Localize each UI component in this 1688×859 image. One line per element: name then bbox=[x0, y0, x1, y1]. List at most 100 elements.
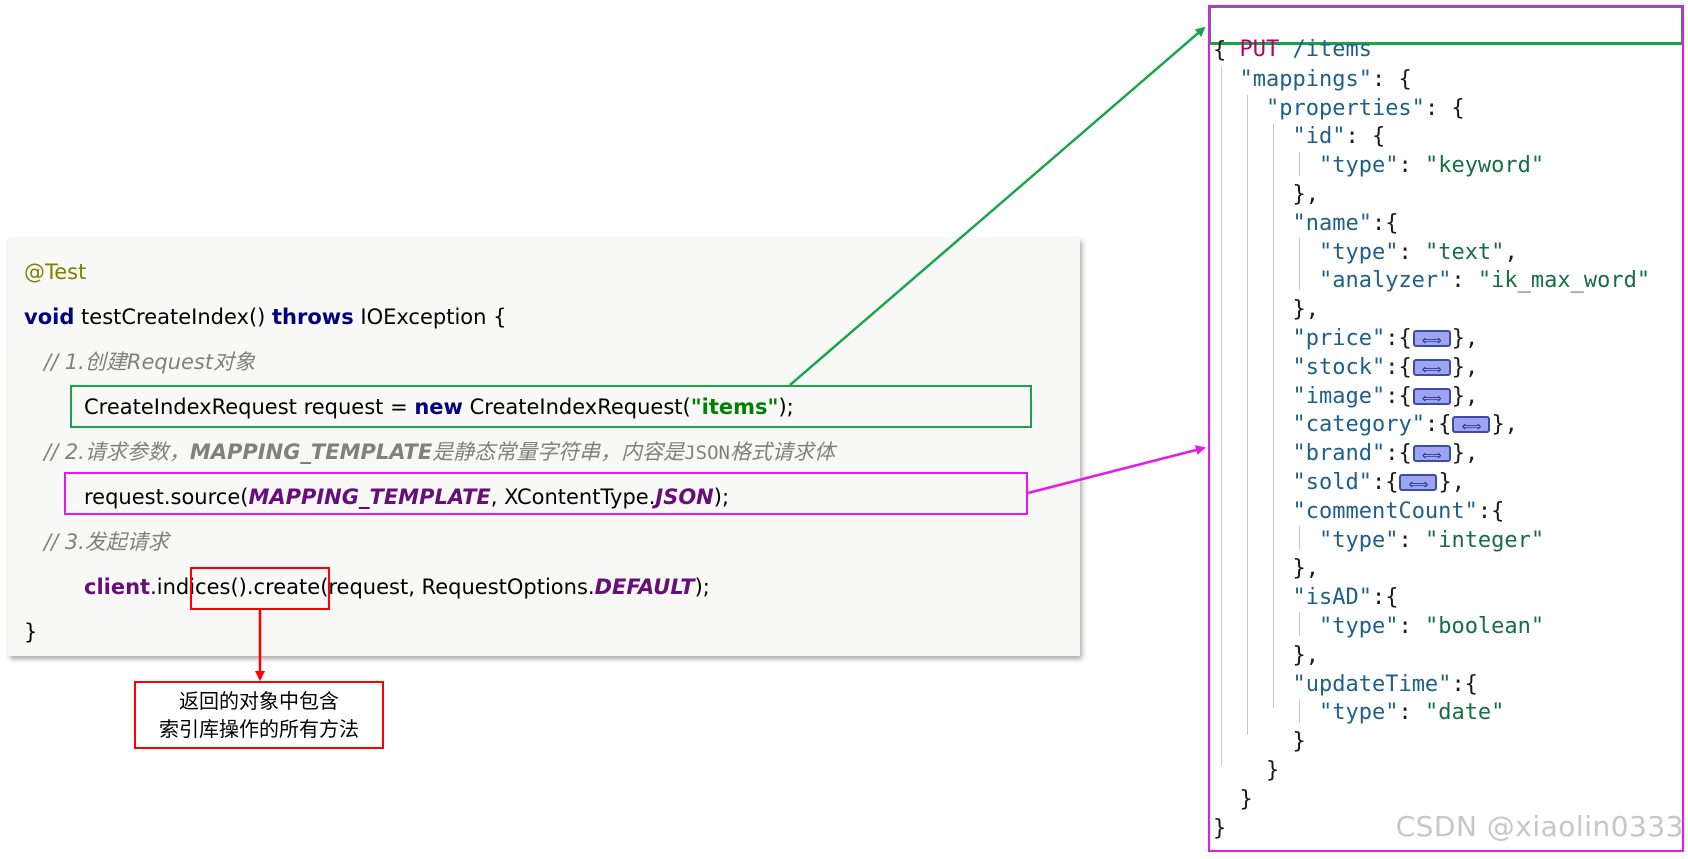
json-punctuation: :{ bbox=[1385, 383, 1412, 409]
json-punctuation: }, bbox=[1292, 642, 1319, 668]
method-name: testCreateIndex() bbox=[74, 305, 273, 329]
collapse-expand-icon[interactable] bbox=[1412, 356, 1451, 384]
json-line: } bbox=[1213, 728, 1306, 756]
code-annotation: @Test bbox=[24, 258, 86, 286]
json-indent bbox=[1213, 297, 1292, 322]
json-line: }, bbox=[1213, 296, 1319, 324]
json-line: "id": { bbox=[1213, 123, 1385, 151]
code-method-signature: void testCreateIndex() throws IOExceptio… bbox=[24, 303, 507, 331]
json-line: "commentCount":{ bbox=[1213, 498, 1504, 526]
json-punctuation: } bbox=[1239, 786, 1253, 812]
json-punctuation: } bbox=[1213, 815, 1227, 841]
json-string-value: "keyword" bbox=[1424, 153, 1545, 179]
json-line: { bbox=[1213, 37, 1226, 65]
statement-end: ); bbox=[778, 395, 794, 419]
code-comment-1: // 1.创建Request对象 bbox=[44, 348, 255, 376]
json-tail: }, bbox=[1451, 326, 1479, 351]
json-punctuation: :{ bbox=[1371, 210, 1399, 236]
request-path: /items bbox=[1279, 37, 1372, 62]
comment-mapping-template: MAPPING_TEMPLATE bbox=[189, 440, 433, 464]
statement-end: ); bbox=[713, 485, 730, 509]
json-key: "type" bbox=[1318, 614, 1399, 639]
closing-brace: } bbox=[24, 620, 38, 644]
keyword-throws: throws bbox=[272, 305, 354, 329]
json-key: "category" bbox=[1292, 412, 1425, 438]
json-key: "sold" bbox=[1292, 470, 1372, 495]
indent-guide bbox=[1221, 66, 1222, 766]
json-indent bbox=[1213, 700, 1319, 725]
json-tail: }, bbox=[1451, 441, 1479, 467]
json-indent bbox=[1213, 268, 1319, 293]
collapse-expand-icon[interactable] bbox=[1412, 327, 1451, 355]
json-key: "analyzer" bbox=[1318, 268, 1452, 294]
code-line-client-create: client.indices().create(request, Request… bbox=[84, 573, 710, 601]
note-line-2: 索引库操作的所有方法 bbox=[159, 717, 359, 741]
json-punctuation: : bbox=[1398, 614, 1425, 639]
json-line: "type": "integer" bbox=[1213, 527, 1544, 555]
json-punctuation: { bbox=[1213, 38, 1227, 63]
collapse-expand-icon[interactable] bbox=[1412, 385, 1451, 413]
json-indent bbox=[1213, 211, 1292, 236]
code-line-request-source: request.source(MAPPING_TEMPLATE, XConten… bbox=[84, 483, 729, 511]
json-line: "type": "text", bbox=[1213, 239, 1518, 267]
json-tail: }, bbox=[1438, 470, 1465, 495]
json-indent bbox=[1213, 384, 1292, 409]
xcontent-type: , XContentType. bbox=[490, 485, 656, 509]
json-key: "updateTime" bbox=[1292, 671, 1452, 697]
indent-guide bbox=[1273, 123, 1274, 708]
json-indent bbox=[1213, 499, 1292, 524]
json-line: "sold":{}, bbox=[1213, 469, 1465, 499]
json-key: "isAD" bbox=[1292, 585, 1372, 611]
json-punctuation: }, bbox=[1292, 556, 1319, 582]
collapse-expand-icon[interactable] bbox=[1399, 471, 1438, 499]
json-line: "brand":{}, bbox=[1213, 440, 1479, 470]
csdn-watermark: CSDN @xiaolin0333 bbox=[1395, 810, 1684, 843]
json-indent bbox=[1213, 556, 1292, 581]
json-indent bbox=[1213, 729, 1292, 754]
json-punctuation: :{ bbox=[1424, 412, 1452, 438]
json-indent bbox=[1213, 153, 1319, 178]
json-line: "analyzer": "ik_max_word" bbox=[1213, 267, 1650, 295]
collapse-expand-icon[interactable] bbox=[1412, 442, 1451, 470]
collapse-expand-icon[interactable] bbox=[1452, 413, 1491, 441]
comment-send-request: // 3.发起请求 bbox=[44, 530, 169, 554]
json-key: "stock" bbox=[1292, 354, 1386, 380]
json-indent bbox=[1213, 124, 1292, 149]
json-line: "stock":{}, bbox=[1213, 354, 1478, 384]
json-string-value: "ik_max_word" bbox=[1477, 268, 1651, 294]
json-line: "type": "keyword" bbox=[1213, 152, 1544, 180]
statement-end: ); bbox=[694, 575, 710, 599]
json-punctuation: }, bbox=[1292, 182, 1319, 207]
json-punctuation: : bbox=[1398, 700, 1425, 726]
json-indent bbox=[1213, 182, 1292, 207]
json-indent bbox=[1213, 643, 1292, 668]
field-json: JSON bbox=[655, 485, 714, 509]
indices-note-box: 返回的对象中包含 索引库操作的所有方法 bbox=[134, 681, 384, 749]
indent-guide bbox=[1299, 699, 1300, 723]
json-punctuation: } bbox=[1292, 729, 1306, 755]
source-call: request.source( bbox=[84, 485, 249, 509]
json-punctuation: :{ bbox=[1385, 441, 1412, 467]
indices-create-call: .indices().create(request, RequestOption… bbox=[150, 575, 595, 599]
annotation-test: @Test bbox=[24, 260, 87, 284]
code-closing-brace: } bbox=[24, 618, 37, 646]
keyword-new: new bbox=[414, 395, 463, 419]
json-key: "properties" bbox=[1265, 95, 1425, 121]
json-punctuation: : bbox=[1398, 153, 1425, 179]
exception-type: IOException { bbox=[353, 305, 507, 329]
json-string-value: "boolean" bbox=[1424, 614, 1545, 639]
json-punctuation: :{ bbox=[1477, 498, 1505, 524]
json-line: }, bbox=[1213, 555, 1319, 583]
request-declaration: CreateIndexRequest request = bbox=[84, 395, 415, 419]
json-indent bbox=[1213, 614, 1319, 639]
json-line: "properties": { bbox=[1213, 95, 1465, 123]
json-punctuation: : { bbox=[1371, 66, 1412, 92]
json-punctuation: : bbox=[1398, 239, 1425, 265]
json-key: "type" bbox=[1318, 239, 1399, 265]
json-punctuation: : bbox=[1451, 268, 1478, 294]
comment-json: JSON bbox=[684, 442, 730, 464]
json-indent bbox=[1213, 585, 1292, 610]
json-indent bbox=[1213, 528, 1319, 553]
json-tail: }, bbox=[1451, 383, 1479, 409]
json-indent bbox=[1213, 787, 1240, 812]
